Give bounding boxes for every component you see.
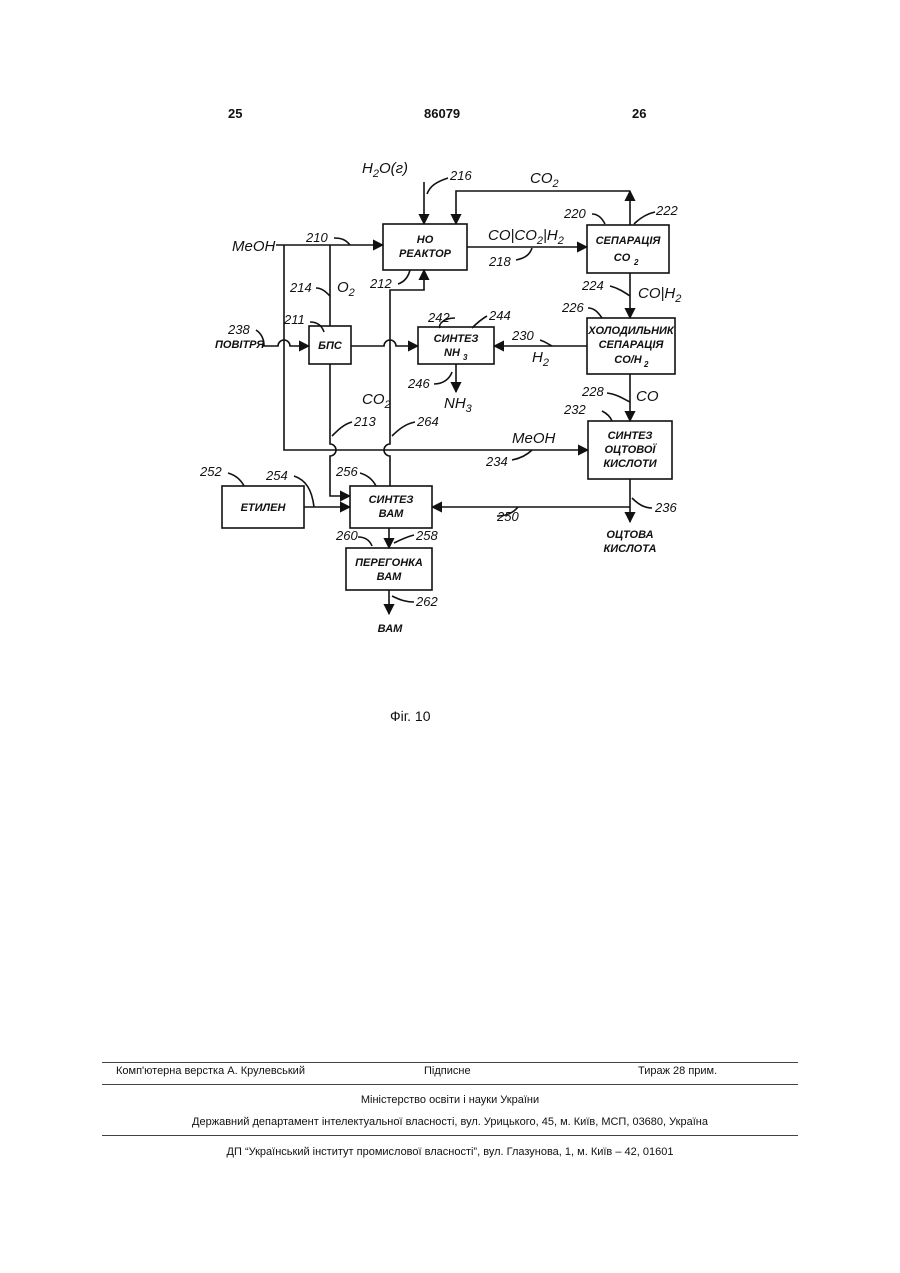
ho-reactor-box [383, 224, 467, 270]
n2-stream [351, 340, 418, 346]
syngas-label: CO|CO2|H2 [488, 227, 564, 247]
h2o-label: H2O(г) [362, 160, 408, 180]
ref-220: 220 [563, 206, 586, 221]
figure-caption: Фіг. 10 [390, 708, 431, 724]
co-label: CO [636, 388, 659, 405]
air-stream [262, 340, 309, 346]
vam-out-label: ВАМ [378, 623, 403, 635]
ref-254: 254 [265, 468, 288, 483]
ref-238: 238 [227, 322, 250, 337]
ref-213: 213 [353, 414, 376, 429]
ref-244: 244 [488, 308, 511, 323]
co2-top-label: CO2 [530, 170, 559, 190]
ref-260: 260 [335, 528, 358, 543]
acetic-synthesis-label-1: СИНТЕЗ [608, 430, 653, 442]
separation-box [587, 225, 669, 273]
vam-distillation-label-2: ВАМ [377, 571, 402, 583]
vam-synthesis-label-1: СИНТЕЗ [369, 494, 414, 506]
ref-250: 250 [496, 509, 519, 524]
meoh-left-label: MeOH [232, 238, 276, 255]
cooler-label-2: СЕПАРАЦІЯ [599, 339, 665, 351]
footer-divider-top [102, 1062, 798, 1063]
footer-layout-credit: Комп'ютерна верстка А. Крулевський [116, 1065, 305, 1077]
ho-reactor-label-1: НО [417, 234, 434, 246]
ho-reactor-label-2: РЕАКТОР [399, 248, 452, 260]
ref-224: 224 [581, 278, 604, 293]
o2-label: O2 [337, 279, 355, 299]
ref-218: 218 [488, 254, 511, 269]
cooler-label-1: ХОЛОДИЛЬНИК [587, 325, 675, 337]
ref-264: 264 [416, 414, 439, 429]
ref-210: 210 [305, 230, 328, 245]
ref-252: 252 [199, 464, 222, 479]
separation-label-sub: 2 [633, 258, 639, 267]
footer-ministry: Міністерство освіти і науки України [102, 1094, 798, 1106]
ref-234: 234 [485, 454, 508, 469]
ref-258: 258 [415, 528, 438, 543]
vam-distillation-box [346, 548, 432, 590]
ref-232: 232 [563, 402, 586, 417]
ref-214: 214 [289, 280, 312, 295]
meoh-mid-label: MeOH [512, 430, 556, 447]
co2-recycle-stream [456, 191, 630, 224]
vam-synthesis-box [350, 486, 432, 528]
co2-mid-label: CO2 [362, 391, 391, 411]
bps-label: БПС [318, 340, 343, 352]
ref-242: 242 [427, 310, 450, 325]
process-flow-diagram: НО РЕАКТОР СЕПАРАЦІЯ CO 2 БПС СИНТЕЗ NH … [0, 0, 900, 760]
h2-label: H2 [532, 349, 549, 369]
acetic-synthesis-label-3: КИСЛОТИ [603, 458, 657, 470]
footer-divider-middle [102, 1084, 798, 1085]
acetic-out-label-2: КИСЛОТА [604, 543, 657, 555]
ref-246: 246 [407, 376, 430, 391]
separation-label-1: СЕПАРАЦІЯ [596, 235, 662, 247]
separation-label-2: CO [614, 252, 631, 264]
footer-institute: ДП “Український інститут промислової вла… [102, 1146, 798, 1158]
vam-distillation-label-1: ПЕРЕГОНКА [355, 557, 423, 569]
ref-216: 216 [449, 168, 472, 183]
footer-divider-bottom [102, 1135, 798, 1136]
ref-228: 228 [581, 384, 604, 399]
co-h2-label: CO|H2 [638, 285, 681, 305]
ref-226: 226 [561, 300, 584, 315]
footer-signed: Підписне [424, 1065, 471, 1077]
nh3-synthesis-label-2: NH [444, 347, 461, 359]
nh3-synthesis-label-1: СИНТЕЗ [434, 333, 479, 345]
acetic-out-label-1: ОЦТОВА [606, 529, 653, 541]
cooler-label-3: CO/H [614, 354, 643, 366]
ethylene-label: ЕТИЛЕН [241, 502, 287, 514]
nh3-label: NH3 [444, 395, 473, 415]
ref-256: 256 [335, 464, 358, 479]
footer-print-run: Тираж 28 прим. [638, 1065, 717, 1077]
ref-230: 230 [511, 328, 534, 343]
ref-211: 211 [283, 312, 305, 327]
ref-212: 212 [369, 276, 392, 291]
ref-262: 262 [415, 594, 438, 609]
ref-236: 236 [654, 500, 677, 515]
nh3-synthesis-label-sub: 3 [463, 353, 468, 362]
acetic-synthesis-label-2: ОЦТОВОЇ [605, 443, 658, 456]
footer-department: Державний департамент інтелектуальної вл… [102, 1116, 798, 1128]
vam-synthesis-label-2: ВАМ [379, 508, 404, 520]
cooler-label-sub: 2 [643, 360, 649, 369]
ref-222: 222 [655, 203, 678, 218]
air-label: ПОВІТРЯ [215, 339, 265, 351]
